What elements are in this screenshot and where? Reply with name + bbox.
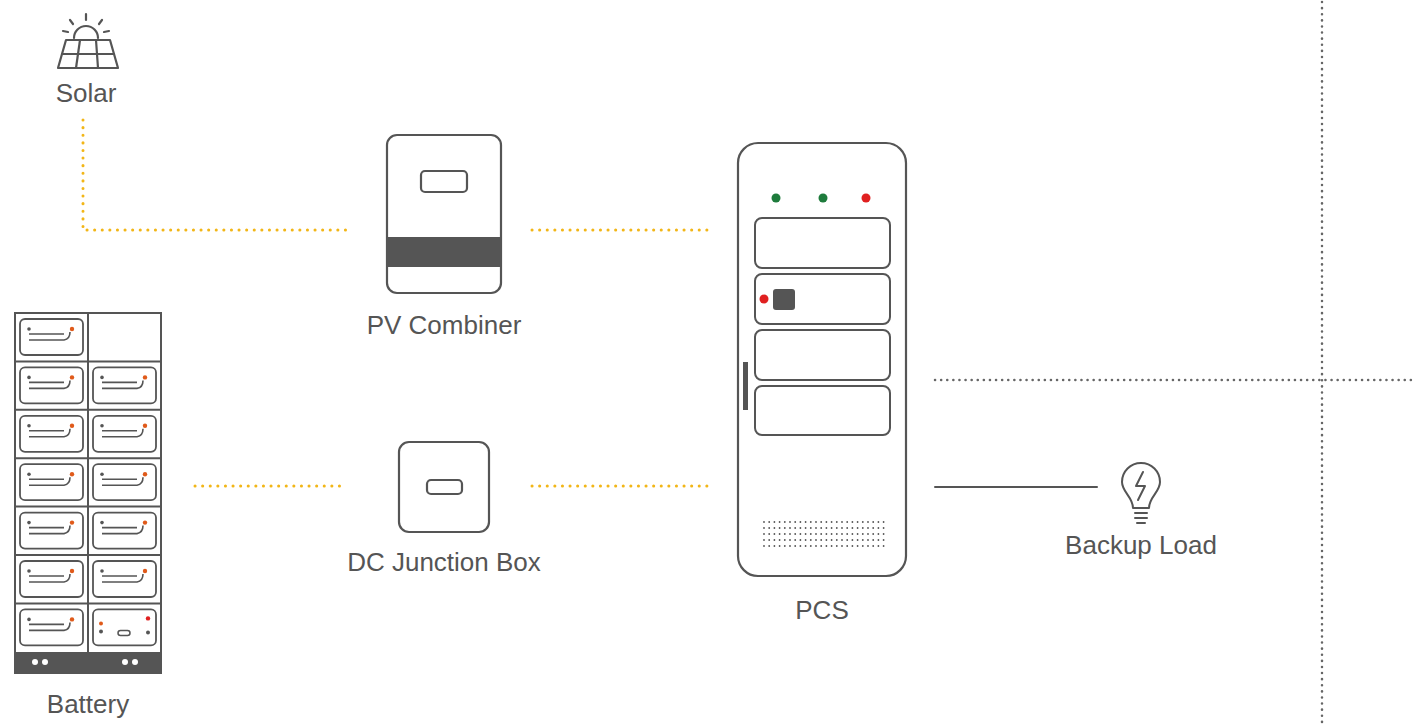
boundary-line	[1321, 2, 1324, 722]
dc-connector	[83, 120, 346, 230]
device-label: PV Combiner	[365, 310, 524, 340]
dc-connector	[532, 485, 711, 488]
device-label: DC Junction Box	[345, 547, 543, 577]
ac-connector	[935, 486, 1097, 488]
pcs-cabinet-art	[737, 142, 907, 577]
device-label: Solar	[54, 78, 119, 108]
battery-rack-art	[14, 312, 162, 674]
backup-load-bulb: Backup Load	[1120, 464, 1162, 526]
grid-line	[935, 379, 1415, 382]
solar-panel-art	[52, 10, 120, 72]
device-label: PCS	[793, 595, 850, 625]
pv-combiner: PV Combiner	[386, 134, 502, 294]
device-label: Backup Load	[1063, 530, 1219, 560]
battery-rack: Battery	[14, 312, 162, 674]
dc-connector	[532, 229, 711, 232]
pv-combiner-art	[386, 134, 502, 294]
backup-load-bulb-art	[1120, 464, 1162, 526]
dc-junction-box: DC Junction Box	[398, 441, 490, 533]
dc-junction-box-art	[398, 441, 490, 533]
device-label: Battery	[45, 689, 131, 719]
pcs-cabinet: PCS	[737, 142, 907, 577]
dc-connector	[195, 485, 344, 488]
solar-panel: Solar	[52, 10, 120, 72]
